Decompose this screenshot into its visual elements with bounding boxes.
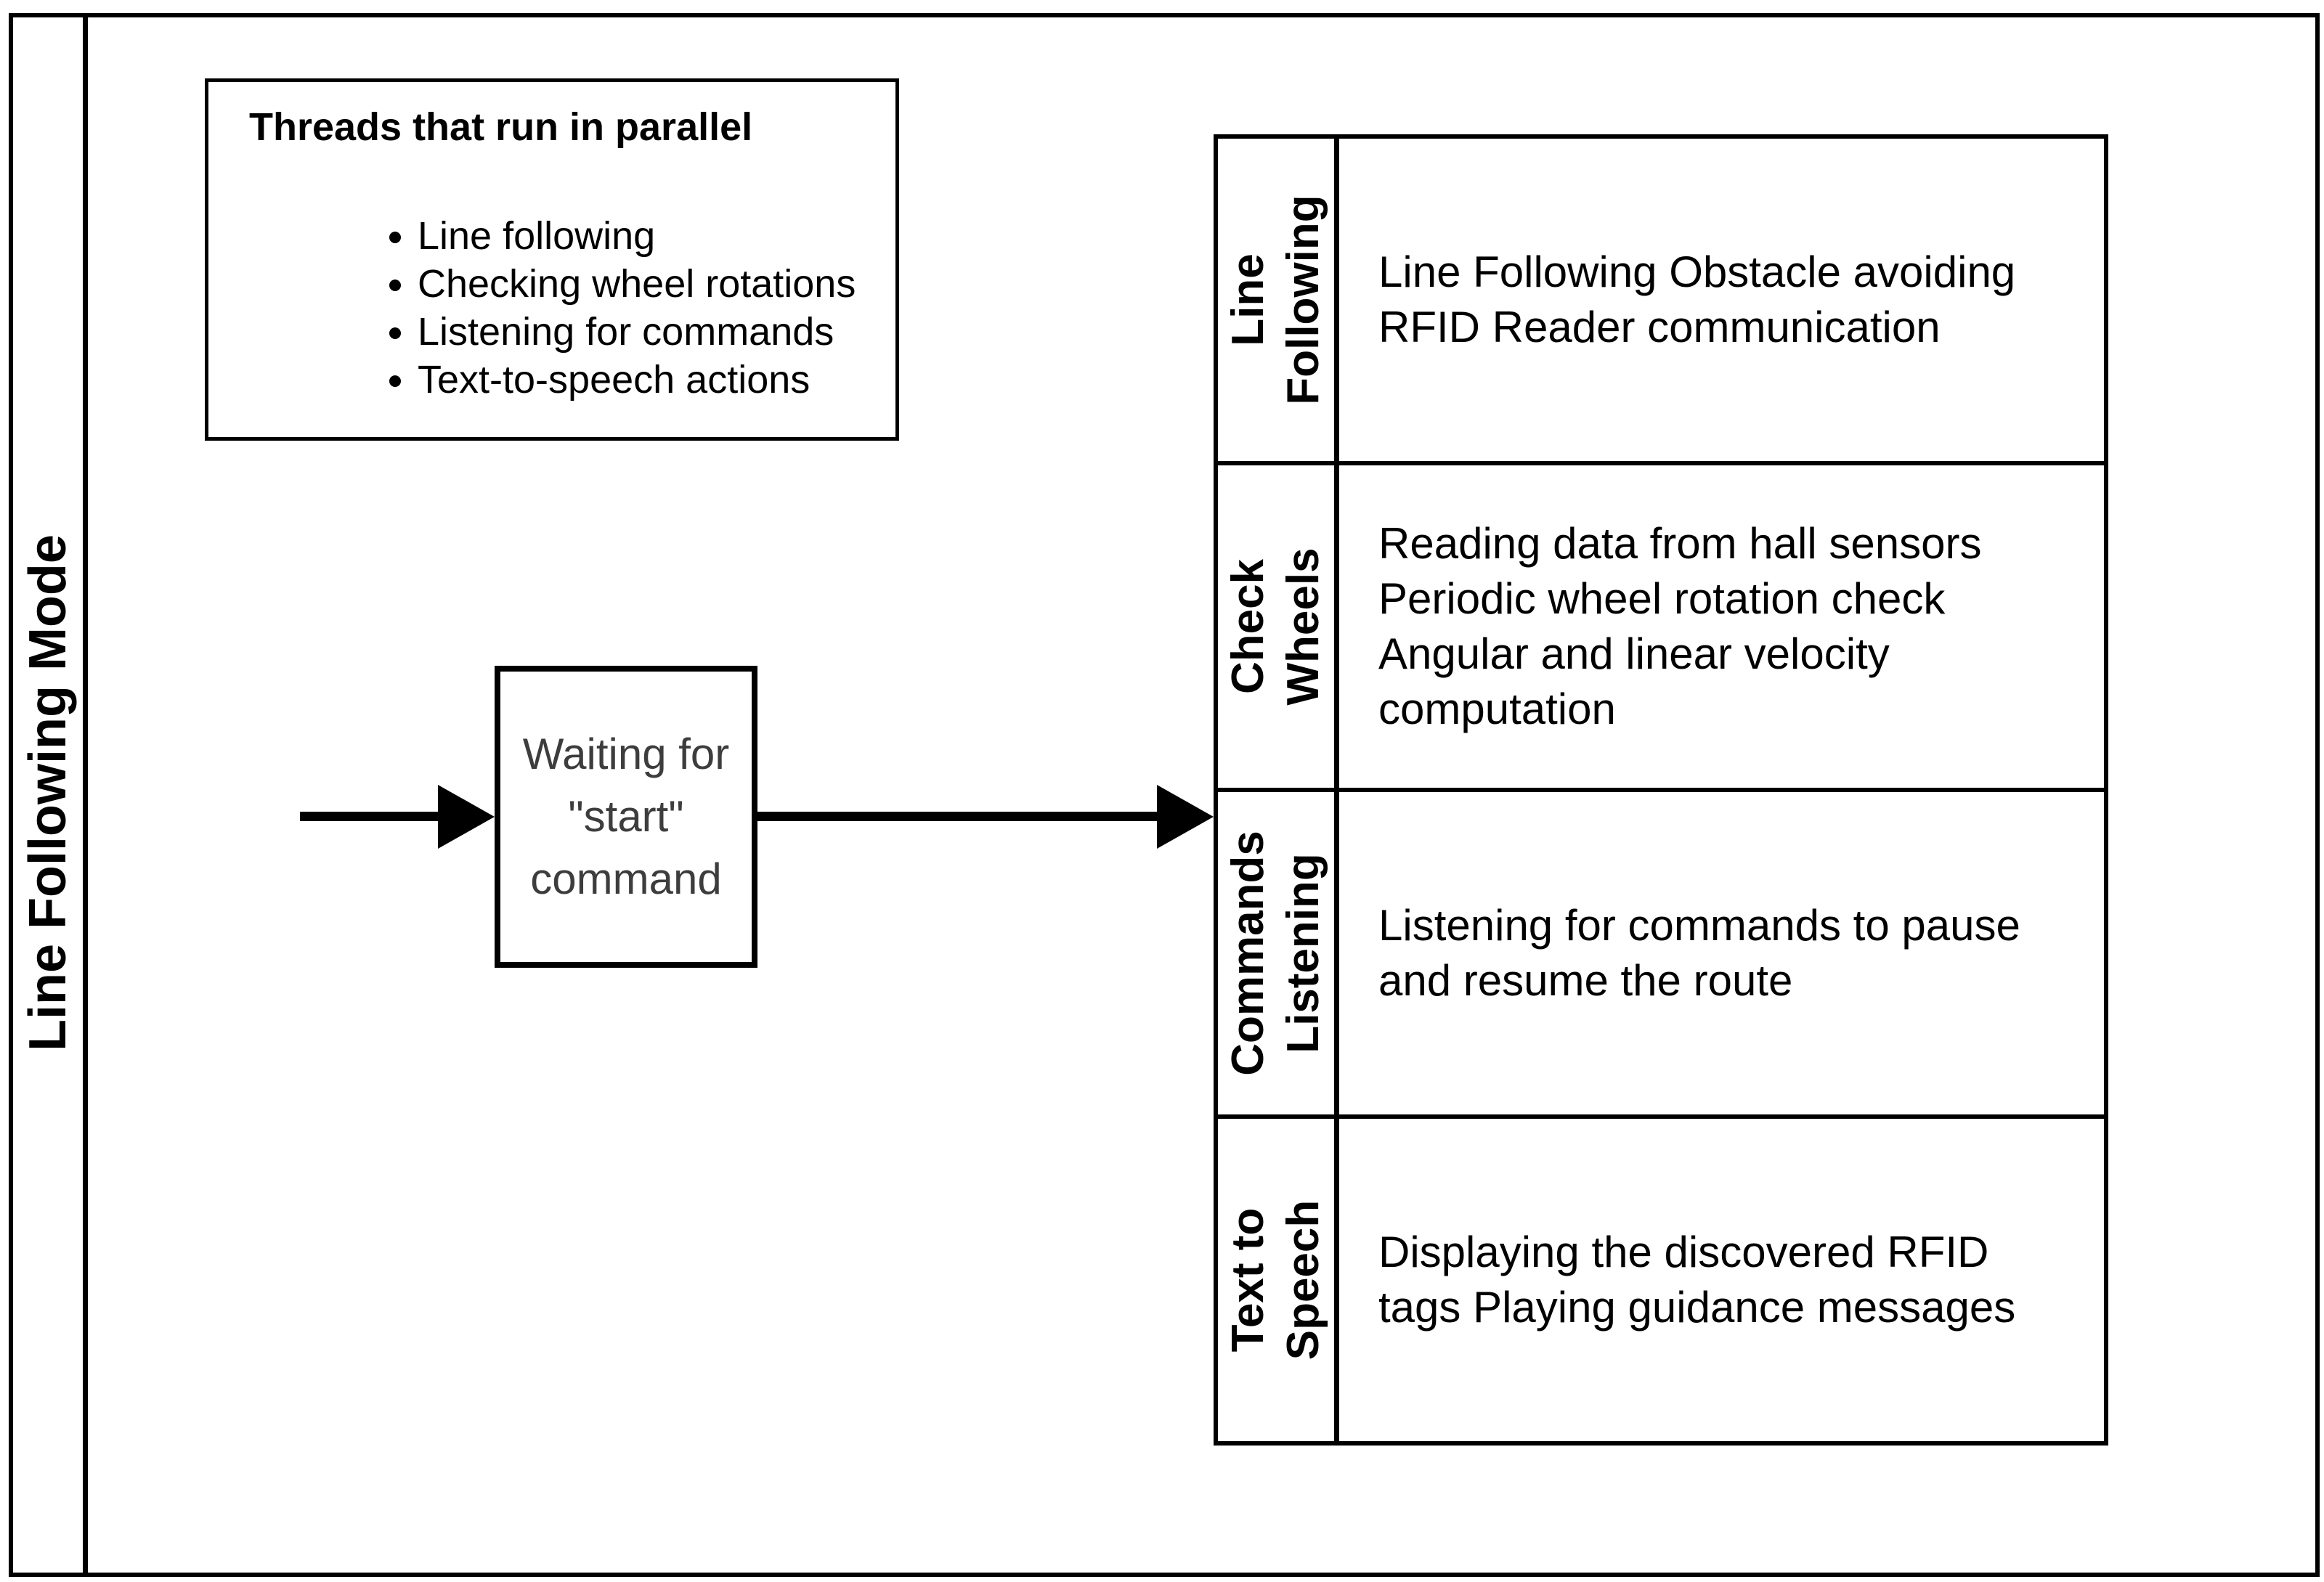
threads-table: Line Following Line Following Obstacle a…	[1214, 134, 2108, 1446]
waiting-box-text: Waiting for "start" command	[522, 730, 730, 903]
table-row-line-following: Line Following Line Following Obstacle a…	[1218, 139, 2104, 461]
row-content-cell: Displaying the discovered RFID tags Play…	[1339, 1119, 2104, 1441]
thread-item: Text-to-speech actions	[418, 356, 895, 404]
row-label: Text to Speech	[1223, 1199, 1328, 1361]
thread-item: Listening for commands	[418, 308, 895, 356]
page-title: Line Following Mode	[19, 534, 78, 1051]
table-row-text-to-speech: Text to Speech Displaying the discovered…	[1218, 1114, 2104, 1441]
row-description: Line Following Obstacle avoiding RFID Re…	[1378, 248, 2016, 351]
row-label-cell: Text to Speech	[1218, 1119, 1339, 1441]
arrow-to-threads-table-shaft	[757, 812, 1160, 821]
thread-item: Checking wheel rotations	[418, 260, 895, 308]
table-row-commands-listening: Commands Listening Listening for command…	[1218, 788, 2104, 1114]
row-label: Commands Listening	[1223, 831, 1328, 1076]
title-band-divider	[83, 13, 88, 1573]
threads-legend-title: Threads that run in parallel	[249, 105, 753, 149]
row-description: Displaying the discovered RFID tags Play…	[1378, 1228, 2016, 1332]
row-label-cell: Commands Listening	[1218, 792, 1339, 1114]
row-description: Listening for commands to pause and resu…	[1378, 901, 2020, 1005]
row-content-cell: Reading data from hall sensors Periodic …	[1339, 465, 2104, 788]
arrow-to-threads-table-head	[1157, 785, 1214, 849]
arrow-into-waiting-box-shaft	[300, 812, 439, 821]
row-label: Check Wheels	[1223, 547, 1328, 706]
outer-frame	[9, 13, 2320, 1577]
row-content-cell: Listening for commands to pause and resu…	[1339, 792, 2104, 1114]
row-description: Reading data from hall sensors Periodic …	[1378, 519, 1982, 733]
title-band: Line Following Mode	[13, 13, 83, 1573]
row-label-cell: Check Wheels	[1218, 465, 1339, 788]
arrow-into-waiting-box-head	[438, 785, 495, 849]
threads-list: Line following Checking wheel rotations …	[249, 212, 895, 404]
row-content-cell: Line Following Obstacle avoiding RFID Re…	[1339, 139, 2104, 461]
threads-legend-box: Threads that run in parallel Line follow…	[205, 78, 899, 441]
waiting-box: Waiting for "start" command	[495, 666, 757, 968]
thread-item: Line following	[418, 212, 895, 260]
table-row-check-wheels: Check Wheels Reading data from hall sens…	[1218, 461, 2104, 788]
row-label-cell: Line Following	[1218, 139, 1339, 461]
row-label: Line Following	[1223, 195, 1328, 405]
